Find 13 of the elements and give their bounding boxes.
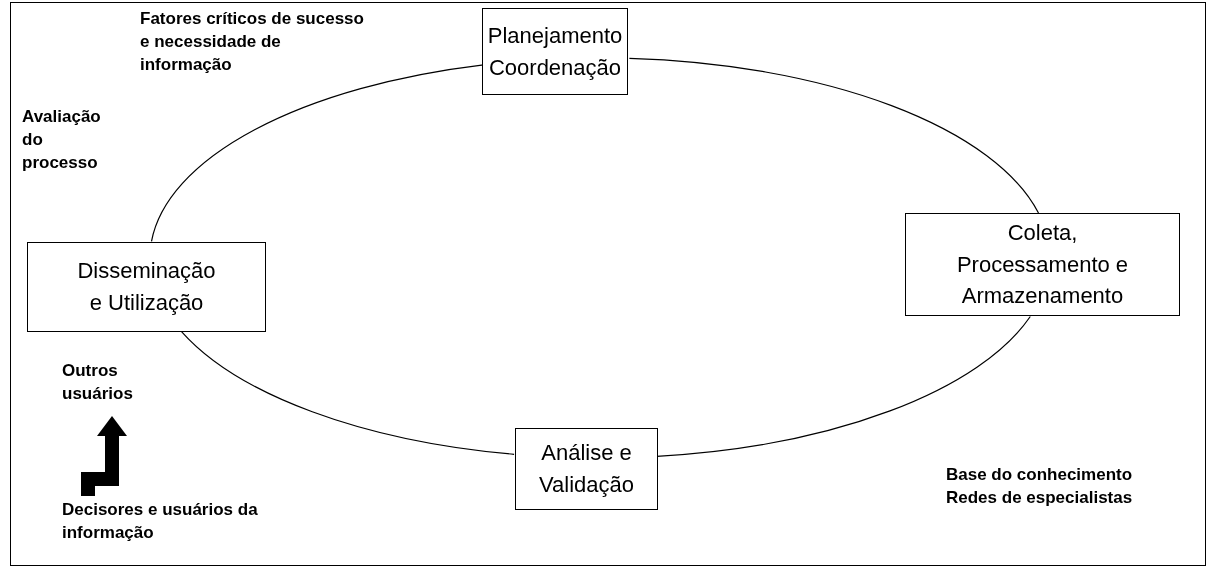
annotation-text: Base do conhecimento Redes de especialistas xyxy=(946,464,1134,509)
cycle-arc xyxy=(656,315,1031,457)
cycle-arc xyxy=(628,57,1040,214)
node-text: Decisores e usuários da informação xyxy=(62,496,267,548)
annotation-text: Fatores críticos de sucesso e necessidade de informação xyxy=(140,8,365,76)
annotation-text: Avaliação do processo xyxy=(22,106,102,174)
process-box: Planejamento Coordenação xyxy=(482,8,628,95)
process-box: Análise e Validação xyxy=(515,428,658,510)
node-text: Outros usuários xyxy=(62,360,162,406)
cycle-arc xyxy=(180,330,515,455)
process-box: Disseminação e Utilização xyxy=(27,242,266,332)
process-box: Coleta, Processamento e Armazenamento xyxy=(905,213,1180,316)
bent-arrow xyxy=(81,416,127,496)
